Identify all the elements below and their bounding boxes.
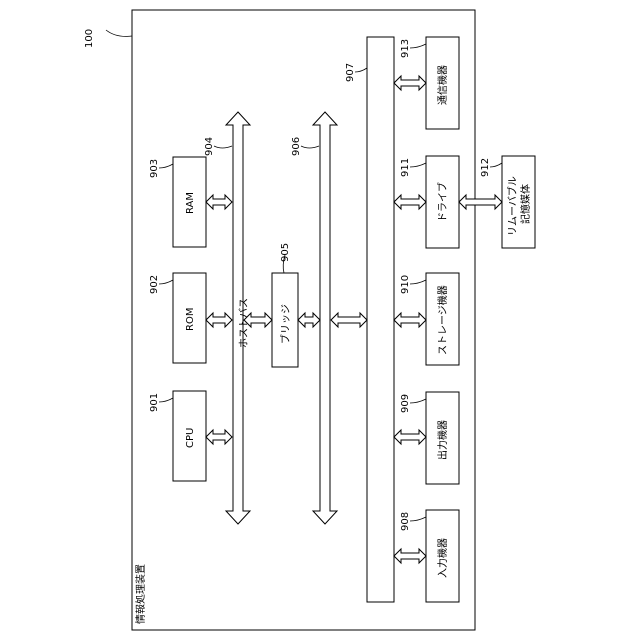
removable-media-label-line1: リムーバブル [506,176,519,236]
device-title: 情報処理装置 [134,564,147,624]
output-device-label: 出力機器 [436,420,449,460]
cpu-label: CPU [185,428,196,448]
cpu-ref: 901 [149,393,160,412]
communication-device-ref: 913 [400,39,411,58]
rom-ref: 902 [149,275,160,294]
removable-media-leader [490,163,502,167]
external-bus-ref: 906 [291,137,302,156]
ram-ref: 903 [149,159,160,178]
interface-box [367,37,394,602]
storage-device-label: ストレージ機器 [436,285,449,355]
ram-label: RAM [185,192,196,214]
drive-label: ドライブ [436,182,449,222]
storage-device-ref: 910 [400,275,411,294]
input-device-ref: 908 [400,512,411,531]
interface-ref: 907 [345,63,356,82]
drive-ref: 911 [400,158,411,177]
communication-device-label: 通信機器 [436,65,449,105]
drive-to-removable-media-connector [459,195,502,209]
bridge-ref: 905 [280,243,291,262]
input-device-label: 入力機器 [436,538,449,578]
host-bus-ref: 904 [204,137,215,156]
bridge-label: ブリッジ [279,304,292,344]
removable-media-label-line2: 記憶媒体 [519,184,532,224]
device-ref: 100 [84,29,95,48]
removable-media-ref: 912 [480,158,491,177]
device-ref-leader [106,30,132,36]
output-device-ref: 909 [400,394,411,413]
rom-label: ROM [185,308,196,331]
